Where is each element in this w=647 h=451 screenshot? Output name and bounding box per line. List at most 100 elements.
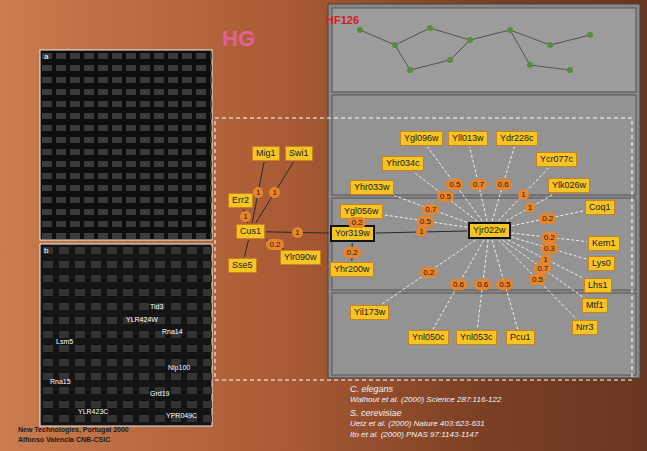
weight-circle: 1 (240, 211, 250, 222)
panel-label: Grd19 (150, 390, 169, 397)
gene-box: Lys0 (588, 256, 615, 271)
weight-circle: 0.3 (541, 243, 558, 254)
gene-name: Ynl053c (460, 332, 493, 343)
gene-box: Yhr034c (382, 156, 424, 171)
gene-name: Kem1 (592, 238, 616, 249)
weight-circle: 1 (292, 227, 302, 238)
panel-label: YLR424W (126, 316, 158, 323)
weight-circle: 1 (416, 226, 426, 237)
weight-circle: 0.7 (422, 204, 439, 215)
weight-circle: 0.2 (541, 232, 558, 243)
weight-circle: 0.2 (343, 247, 360, 258)
dashed-frame (215, 118, 632, 380)
gene-box: Err2 (228, 193, 253, 208)
gene-name: Lhs1 (588, 280, 608, 291)
gene-box: Ynl053c (456, 330, 497, 345)
gene-box: Yor319w (330, 225, 375, 242)
panel-label: b (44, 246, 48, 255)
weight-circle: 0.2 (539, 213, 556, 224)
gene-box: Mtf1 (582, 298, 608, 313)
gene-box: Nrr3 (572, 320, 598, 335)
gene-box: Yil173w (350, 305, 389, 320)
interaction-line (384, 215, 467, 227)
reference-note: New Technologies, Portugal 2000 (18, 426, 129, 433)
weight-circle: 0.5 (446, 179, 463, 190)
interaction-line (492, 240, 518, 329)
reference-note: Alfonso Valencia CNB-CSIC (18, 436, 110, 443)
gene-name: Err2 (232, 195, 249, 206)
reference-note: Walhout et al. (2000) Science 287:116-12… (350, 395, 501, 404)
gene-box: Ylk026w (548, 178, 590, 193)
pathway-panel (328, 4, 640, 378)
weight-circle: 0.6 (474, 279, 491, 290)
gene-name: Ynl050c (412, 332, 445, 343)
panel-label: Nip100 (168, 364, 190, 371)
gene-box: Yll013w (448, 131, 488, 146)
gene-box: Yhr033w (350, 180, 394, 195)
gene-box: Ylr090w (280, 250, 321, 265)
panel-label: YLR423C (78, 408, 108, 415)
gene-box: Sse5 (228, 258, 257, 273)
gene-box: Ygl096w (400, 131, 443, 146)
gene-name: Yjr022w (473, 225, 506, 236)
gene-name: Sse5 (232, 260, 253, 271)
gene-box: Lhs1 (584, 278, 612, 293)
gene-name: Yhr033w (354, 182, 390, 193)
weight-circle: 0.2 (348, 217, 365, 228)
weight-circle: 1 (518, 189, 528, 200)
gene-name: Ycr077c (540, 154, 573, 165)
panel-label: YPR049C (166, 412, 197, 419)
gene-name: Yor319w (335, 228, 370, 239)
interaction-line (266, 240, 284, 249)
interaction-line (492, 147, 514, 221)
gene-name: Ylk026w (552, 180, 586, 191)
slide-title: HF126 (326, 14, 359, 26)
weight-circle: 1 (253, 187, 263, 198)
gene-box: Kem1 (588, 236, 620, 251)
weight-circle: 0.5 (417, 216, 434, 227)
reference-note: S. cerevisiae (350, 408, 402, 418)
panel-label: Rna14 (162, 328, 183, 335)
reference-note: C. elegans (350, 384, 393, 394)
image-panel (40, 50, 212, 240)
weight-circle: 0.6 (495, 179, 512, 190)
gene-box: Ydr228c (496, 131, 538, 146)
gene-name: Coq1 (589, 202, 611, 213)
weight-circle: 0.7 (534, 263, 551, 274)
weight-circle: 0.7 (470, 179, 487, 190)
gene-name: Yhr200w (334, 264, 370, 275)
weight-circle: 1 (269, 187, 279, 198)
gene-name: Yil173w (354, 307, 385, 318)
gene-box: Pcu1 (506, 330, 535, 345)
interaction-line (382, 240, 475, 304)
interaction-line (244, 240, 248, 257)
interaction-line (470, 147, 487, 221)
gene-name: Ygl056w (344, 206, 379, 217)
gene-name: Swi1 (289, 148, 309, 159)
gene-box: Ynl050c (408, 330, 449, 345)
gene-box: Yjr022w (468, 222, 511, 239)
image-panel (40, 244, 212, 426)
gene-name: Lys0 (592, 258, 611, 269)
interaction-line (508, 240, 583, 278)
gene-box: Ycr077c (536, 152, 577, 167)
reference-note: Ito et al. (2000) PNAS 97:1143-1147 (350, 430, 478, 439)
weight-circle: 0.6 (450, 279, 467, 290)
weight-circle: 0.5 (529, 274, 546, 285)
weight-circle: 0.5 (437, 191, 454, 202)
gene-box: Cus1 (236, 224, 265, 239)
gene-box: Mig1 (252, 146, 280, 161)
gene-name: Ygl096w (404, 133, 439, 144)
interaction-line (414, 172, 477, 221)
panel-label: a (44, 52, 48, 61)
gene-box: Yhr200w (330, 262, 374, 277)
gene-name: Mig1 (256, 148, 276, 159)
weight-circle: 0.2 (266, 239, 283, 250)
gene-box: Swi1 (285, 146, 313, 161)
weight-circle: 0.2 (420, 267, 437, 278)
interaction-line (252, 162, 264, 223)
gene-name: Ylr090w (284, 252, 317, 263)
